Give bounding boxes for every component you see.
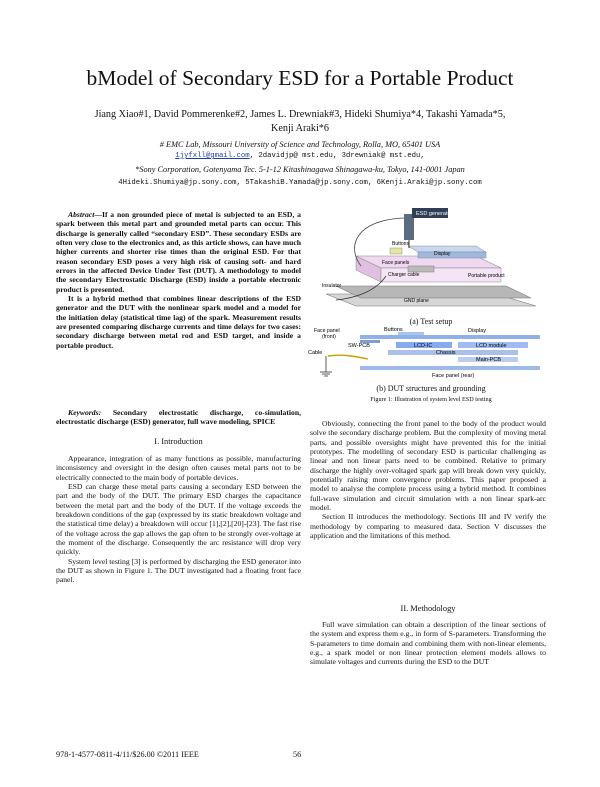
label-portable-product: Portable product [468, 273, 505, 279]
label-face-panels: Face panels [382, 260, 410, 266]
abstract-text-2: It is a hybrid method that combines line… [56, 294, 301, 350]
affiliation-1: # EMC Lab, Missouri University of Scienc… [159, 140, 441, 149]
authors-line-2: Kenji Araki*6 [270, 123, 329, 134]
intro-paragraph-3: System level testing [3] is performed by… [56, 556, 301, 585]
label-buttons-b: Buttons [384, 327, 403, 333]
authors-line-1: Jiang Xiao#1, David Pommerenke#2, James … [94, 109, 506, 120]
label-charger-cable: Charger cable [388, 272, 420, 278]
footer-copyright: 978-1-4577-0811-4/11/$26.00 ©2011 IEEE [56, 750, 199, 759]
methodology-body: Full wave simulation can obtain a descri… [310, 620, 546, 667]
emails-1-rest: , 2davidjp@ mst.edu, 3drewniak@ mst.edu, [249, 152, 425, 160]
page-number: 56 [293, 750, 302, 759]
keywords-label: Keywords: [68, 408, 102, 417]
author-list: Jiang Xiao#1, David Pommerenke#2, James … [60, 108, 540, 136]
introduction-body: Appearance, integration of as many funct… [56, 454, 301, 585]
label-face-panel-rear: Face panel (rear) [432, 373, 474, 379]
label-insulator: Insulator [322, 283, 342, 289]
label-face-panel-front-2: (front) [322, 334, 336, 340]
abstract-label: Abstract [68, 210, 95, 219]
figure-caption: Figure 1: Illustration of system level E… [370, 396, 492, 403]
email-link[interactable]: 1jyfxll@gmail.com [175, 152, 250, 160]
label-display: Display [434, 251, 451, 257]
affiliation-2: *Sony Corporation, Gotenyama Tec. 5-1-12… [135, 165, 465, 174]
intro-paragraph-1: Appearance, integration of as many funct… [56, 454, 301, 482]
label-face-panel-front-1: Face panel [314, 328, 340, 334]
section-heading-introduction: I. Introduction [154, 437, 203, 446]
label-esd-generator: ESD generator [416, 211, 453, 217]
label-lcd-ic: LCD-IC [414, 343, 432, 349]
section-heading-methodology: II. Methodology [400, 604, 456, 613]
right-column-body: Obviously, connecting the front panel to… [310, 419, 546, 540]
label-chassis: Chassis [436, 350, 456, 356]
right-paragraph-1: Obviously, connecting the front panel to… [310, 419, 546, 513]
label-sw-pcb: SW-PCB [348, 343, 370, 349]
keywords: Keywords: Secondary electrostatic discha… [56, 408, 301, 427]
keywords-text: Secondary electrostatic discharge, co-si… [56, 408, 301, 427]
label-gnd-plane: GND plane [404, 298, 429, 304]
abstract: Abstract—If a non grounded piece of meta… [56, 210, 301, 350]
paper-title: bModel of Secondary ESD for a Portable P… [86, 66, 514, 90]
emails-1: 1jyfxll@gmail.com, 2davidjp@ mst.edu, 3d… [40, 152, 560, 160]
intro-paragraph-2: ESD can charge these metal parts causing… [56, 482, 301, 557]
caption-b: (b) DUT structures and grounding [376, 384, 486, 393]
figure-test-setup: ESD generator Buttons Display Face panel… [322, 208, 537, 307]
figure-dut-structure: Face panel (front) Buttons Display SW-PC… [308, 327, 540, 379]
abstract-text-1: —If a non grounded piece of metal is sub… [56, 210, 301, 294]
label-cable: Cable [308, 350, 322, 356]
label-main-pcb: Main-PCB [476, 357, 501, 363]
label-display-b: Display [468, 328, 486, 334]
right-paragraph-2: Section II introduces the methodology. S… [310, 512, 546, 541]
label-buttons: Buttons [392, 241, 409, 247]
emails-2: 4Hideki.Shumiya@jp.sony.com, 5TakashiB.Y… [118, 179, 482, 187]
label-lcd-module: LCD module [476, 343, 507, 349]
method-paragraph-1: Full wave simulation can obtain a descri… [310, 620, 546, 667]
caption-a: (a) Test setup [409, 317, 453, 326]
